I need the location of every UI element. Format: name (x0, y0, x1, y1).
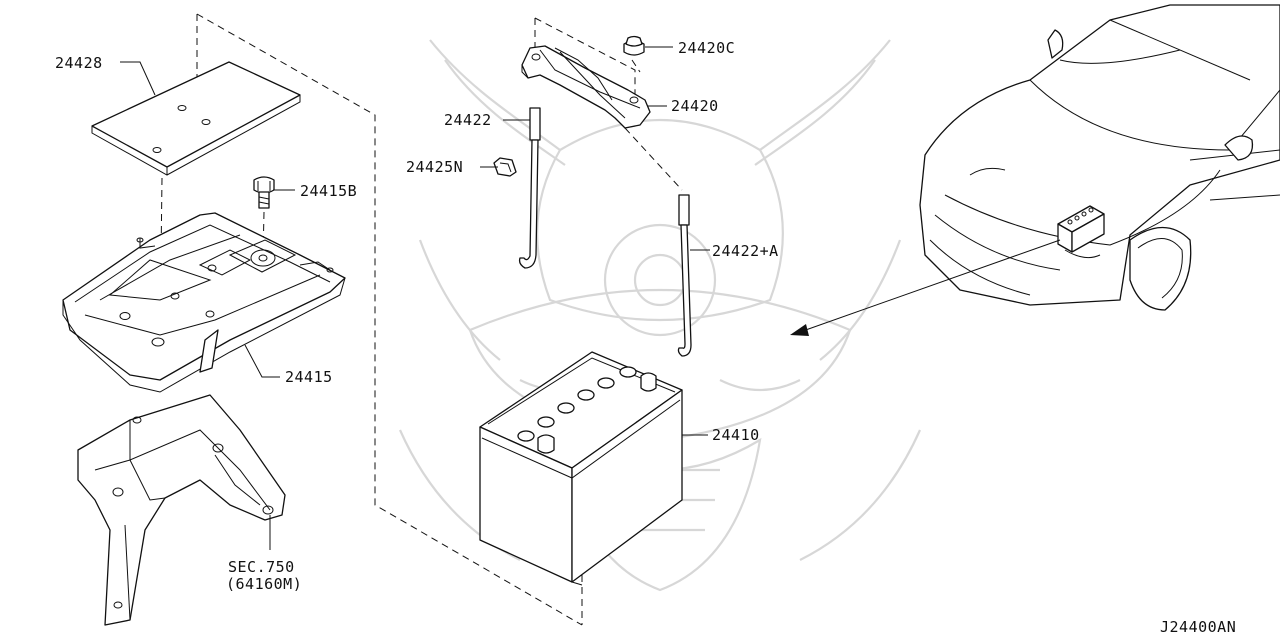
part-labels: 24428 24415B 24415 SEC.750 (64160M) 2442… (55, 39, 1236, 636)
label-24420C: 24420C (678, 39, 735, 57)
label-24415B: 24415B (300, 182, 357, 200)
label-24422: 24422 (444, 111, 492, 129)
label-24422A: 24422+A (712, 242, 779, 260)
label-sec750: SEC.750 (228, 558, 295, 576)
label-24420: 24420 (671, 97, 719, 115)
diagram-code: J24400AN (1160, 618, 1236, 636)
battery-cover-plate-part (91, 61, 301, 176)
label-sec750-sub: (64160M) (226, 575, 302, 593)
label-24425N: 24425N (406, 158, 463, 176)
label-24428: 24428 (55, 54, 103, 72)
bolt-part (253, 176, 275, 209)
battery-hold-down-frame-part (521, 45, 651, 129)
battery-bracket-part (77, 394, 286, 626)
battery-rod-part (518, 107, 541, 269)
battery-rod-a-part (677, 194, 692, 357)
battery-terminals (537, 372, 657, 454)
battery-tray-part (62, 212, 346, 393)
location-arrow (790, 239, 1061, 336)
car-front-view-icon (919, 4, 1280, 311)
label-24410: 24410 (712, 426, 760, 444)
leader-lines (120, 46, 710, 550)
small-battery-icon (1057, 205, 1105, 253)
label-24415: 24415 (285, 368, 333, 386)
battery-part (479, 351, 683, 586)
clip-part (493, 157, 517, 177)
nut-part (623, 35, 645, 56)
battery-caps (517, 366, 637, 442)
